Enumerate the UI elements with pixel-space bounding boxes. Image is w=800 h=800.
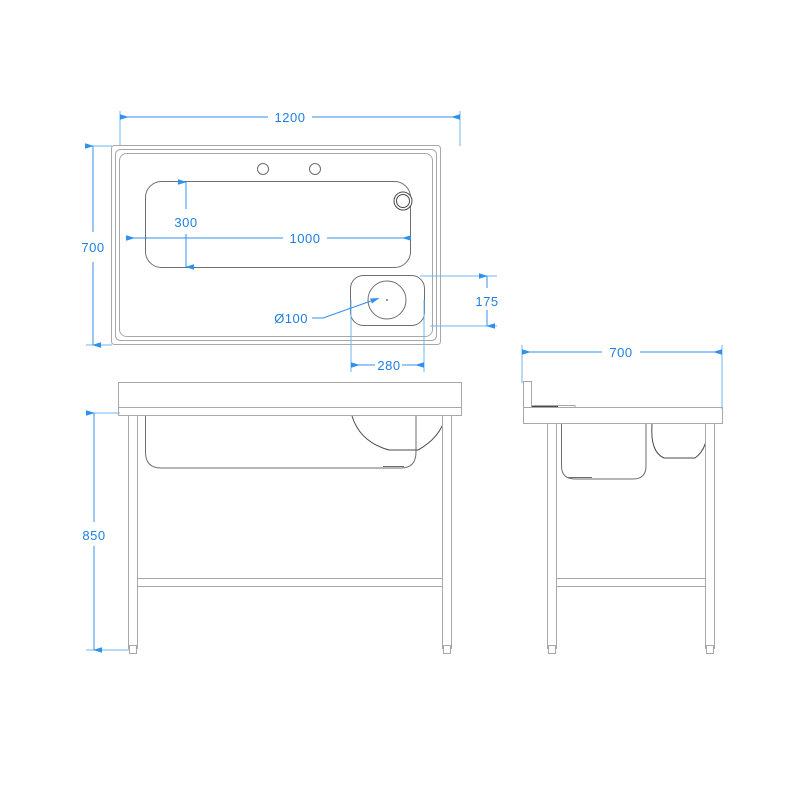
side-leg-left bbox=[547, 423, 557, 649]
dimension-label-1000: 1000 bbox=[290, 231, 321, 246]
front-view-countertop bbox=[118, 382, 462, 416]
dimension-bowl-depth: 300 bbox=[174, 179, 197, 270]
dimension-label-700-depth: 700 bbox=[81, 240, 104, 255]
dimension-label-280: 280 bbox=[377, 358, 400, 373]
dimension-overall-height: 850 bbox=[82, 410, 130, 653]
side-view-bowl-profile bbox=[561, 424, 647, 480]
front-foot-right bbox=[443, 645, 451, 654]
dimension-side-depth: 700 bbox=[521, 345, 723, 409]
side-view-group: 700 bbox=[521, 345, 723, 654]
side-view-legs bbox=[547, 423, 715, 654]
dimension-waste-width: 280 bbox=[350, 300, 425, 373]
tap-hole-right bbox=[309, 163, 321, 175]
front-foot-left bbox=[129, 645, 137, 654]
dimension-label-300: 300 bbox=[174, 215, 197, 230]
tap-hole-group bbox=[257, 163, 321, 175]
front-leg-right bbox=[442, 415, 452, 649]
dimension-bowl-width: 1000 bbox=[126, 231, 411, 246]
top-view-bowl bbox=[145, 181, 411, 268]
front-view-legs bbox=[128, 415, 452, 654]
tap-hole-left bbox=[257, 163, 269, 175]
dimension-overall-width: 1200 bbox=[119, 110, 461, 146]
side-foot-left bbox=[548, 645, 556, 654]
dimension-overall-depth: 700 bbox=[81, 143, 112, 348]
waste-hole-center-mark bbox=[386, 299, 388, 301]
front-view-bowl-profile bbox=[145, 416, 417, 469]
front-view-group: 850 bbox=[82, 382, 462, 654]
dimension-label-700-side: 700 bbox=[609, 345, 632, 360]
dimension-label-850: 850 bbox=[82, 528, 105, 543]
front-view-waste-profile bbox=[351, 415, 447, 451]
waste-area bbox=[350, 275, 425, 326]
side-view-lower-rail bbox=[556, 578, 706, 587]
dimension-label-diameter-100: Ø100 bbox=[274, 311, 308, 326]
side-view-waste-profile bbox=[651, 423, 708, 459]
overflow-hole bbox=[393, 191, 413, 211]
dimension-label-1200: 1200 bbox=[275, 110, 306, 125]
side-foot-right bbox=[706, 645, 714, 654]
dimension-waste-diameter: Ø100 bbox=[274, 297, 380, 326]
side-view-upstand bbox=[523, 381, 576, 409]
front-leg-left bbox=[128, 415, 138, 649]
dimension-label-175: 175 bbox=[475, 294, 498, 309]
dimension-waste-offset: 175 bbox=[420, 273, 498, 329]
top-view-group: 1200 700 300 1000 bbox=[81, 110, 498, 373]
front-view-lower-rail bbox=[137, 578, 443, 587]
side-leg-right bbox=[705, 423, 715, 649]
side-view-countertop bbox=[523, 407, 723, 424]
